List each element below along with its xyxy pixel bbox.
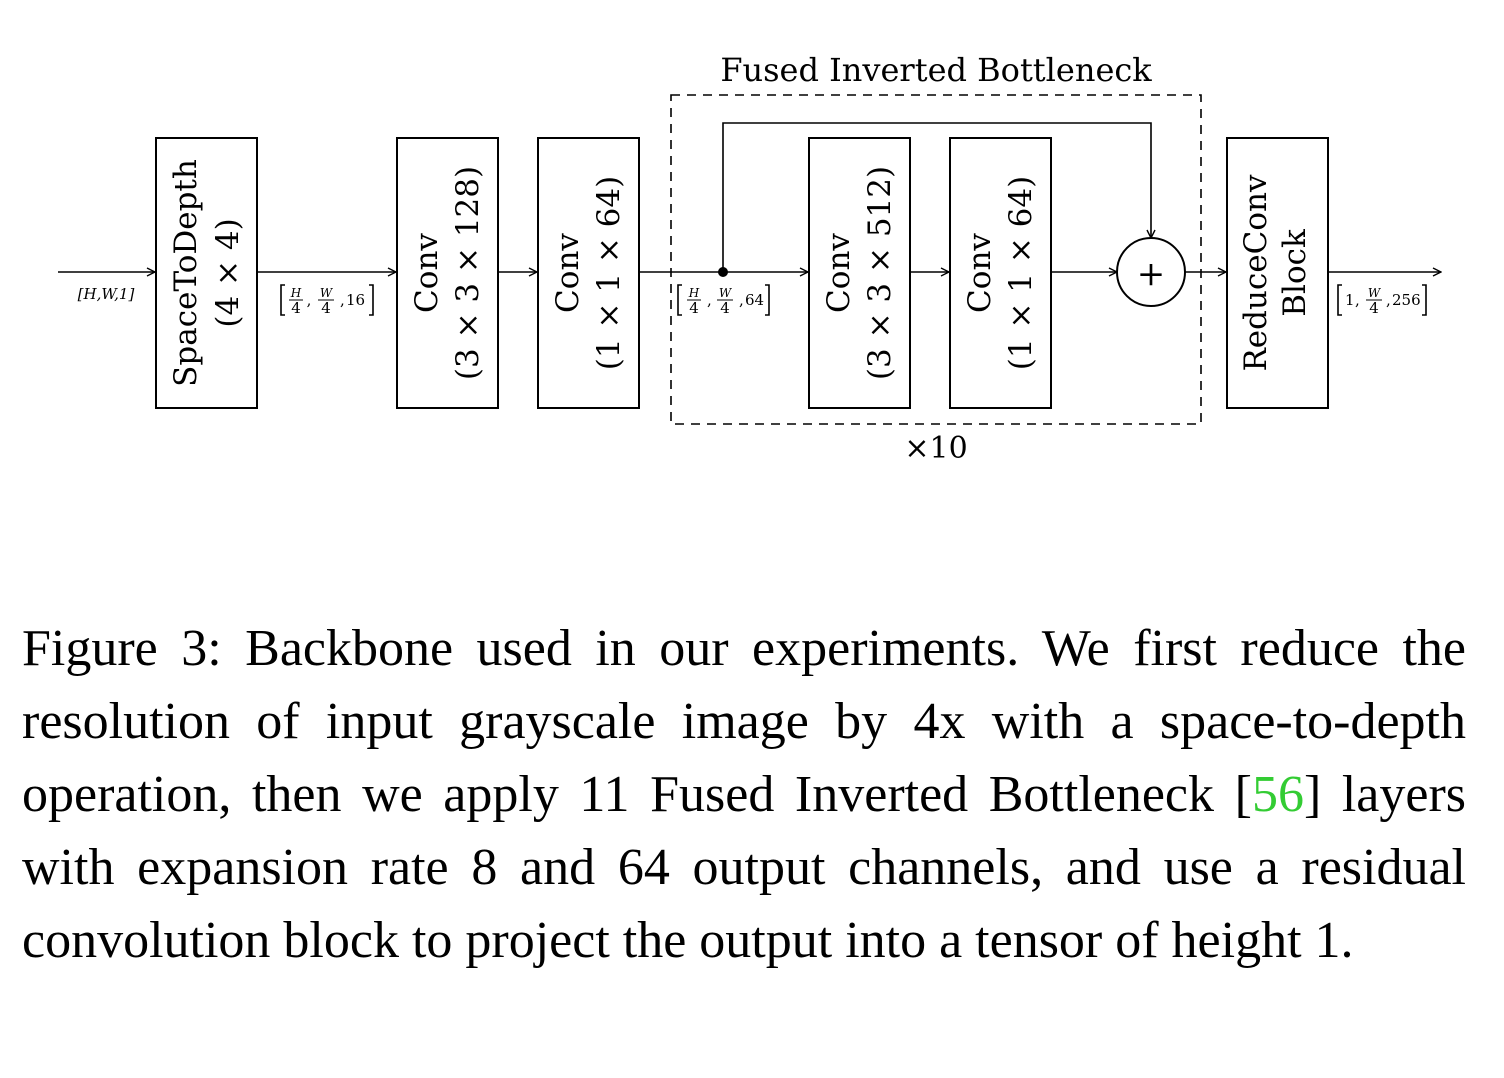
branch-point [718, 267, 728, 277]
caption-text-end: ] layers with expansion rate 8 and 64 ou… [22, 766, 1467, 969]
conv4-label: Conv [962, 233, 998, 313]
svg-text:4: 4 [291, 299, 301, 317]
svg-text:4: 4 [1369, 299, 1379, 317]
svg-text:64: 64 [745, 291, 764, 309]
svg-text:,: , [707, 291, 712, 309]
conv2-size: (1 × 1 × 64) [591, 176, 627, 370]
svg-text:4: 4 [689, 299, 699, 317]
svg-text:,: , [340, 291, 345, 309]
conv1-size: (3 × 3 × 128) [450, 166, 486, 380]
add-node [1116, 237, 1186, 307]
dims-after-std: H 4 , W 4 , 16 [280, 284, 374, 317]
svg-text:H: H [290, 286, 302, 300]
svg-text:,: , [1355, 291, 1360, 309]
reduce-conv-label: ReduceConv [1238, 174, 1274, 372]
plus-symbol: + [1137, 254, 1166, 294]
conv-1x1x64-inner-block: Conv (1 × 1 × 64) [949, 137, 1052, 409]
dims-output: 1 , W 4 , 256 [1337, 284, 1427, 317]
reduce-conv-block: ReduceConv Block [1226, 137, 1329, 409]
conv1-label: Conv [409, 233, 445, 313]
svg-text:W: W [719, 286, 733, 300]
svg-text:H: H [688, 286, 700, 300]
conv3-size: (3 × 3 × 512) [862, 166, 898, 380]
input-dims: [H,W,1] [78, 285, 135, 303]
svg-text:256: 256 [1392, 291, 1421, 309]
reduce-conv-block-label: Block [1277, 229, 1313, 317]
svg-text:4: 4 [321, 299, 331, 317]
fused-bottleneck-group [670, 94, 1202, 425]
space-to-depth-label: SpaceToDepth [168, 159, 204, 387]
svg-text:,: , [1386, 291, 1391, 309]
conv2-label: Conv [550, 233, 586, 313]
conv3-label: Conv [821, 233, 857, 313]
figure-caption: Figure 3: Backbone used in our experimen… [22, 612, 1466, 977]
skip-connection [722, 122, 1151, 272]
conv-3x3x512-block: Conv (3 × 3 × 512) [808, 137, 911, 409]
svg-text:16: 16 [346, 291, 365, 309]
svg-text:4: 4 [720, 299, 730, 317]
citation-link[interactable]: 56 [1251, 766, 1304, 823]
conv-1x1x64-block: Conv (1 × 1 × 64) [537, 137, 640, 409]
space-to-depth-block: SpaceToDepth (4 × 4) [155, 137, 258, 409]
dims-after-conv: H 4 , W 4 , 64 [677, 284, 770, 317]
svg-text:,: , [739, 291, 744, 309]
space-to-depth-size: (4 × 4) [210, 218, 246, 327]
group-title: Fused Inverted Bottleneck [720, 51, 1152, 89]
caption-text-start: Figure 3: Backbone used in our experimen… [22, 620, 1466, 823]
svg-text:1: 1 [1345, 291, 1355, 309]
conv-3x3x128-block: Conv (3 × 3 × 128) [396, 137, 499, 409]
repeat-label: ×10 [904, 431, 967, 466]
svg-text:W: W [320, 286, 334, 300]
svg-text:,: , [307, 291, 312, 309]
conv4-size: (1 × 1 × 64) [1003, 176, 1039, 370]
svg-text:W: W [1368, 286, 1382, 300]
backbone-diagram: Fused Inverted Bottleneck + SpaceToDepth… [58, 51, 1504, 466]
